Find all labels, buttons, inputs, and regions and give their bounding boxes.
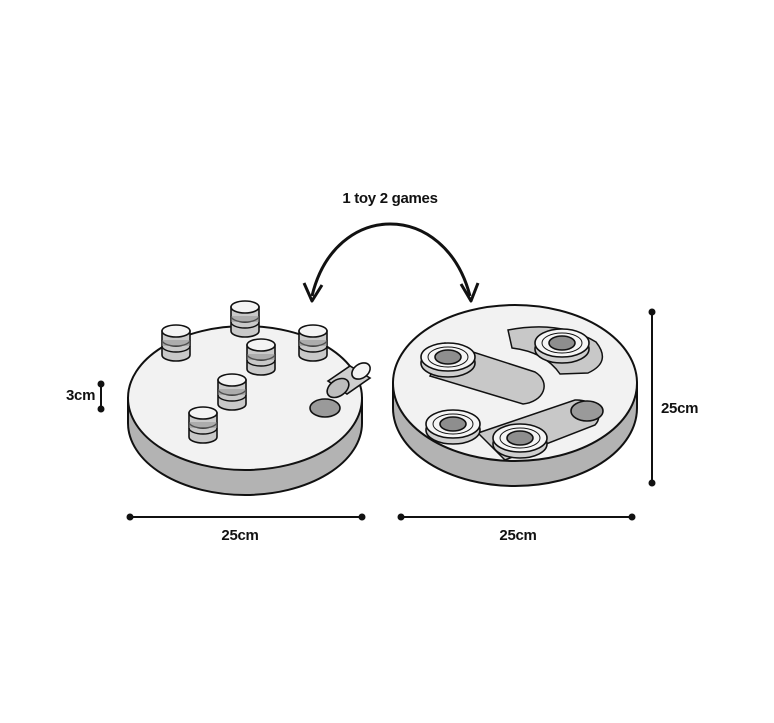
left-width-label: 25cm — [221, 527, 259, 544]
swap-arrow-icon — [302, 222, 480, 303]
right-width-label: 25cm — [499, 527, 537, 544]
height-dimension — [97, 380, 105, 413]
left-board — [127, 300, 372, 496]
right-board — [392, 304, 638, 487]
height-label: 3cm — [66, 387, 96, 404]
depth-label: 25cm — [661, 400, 699, 417]
caption-label: 1 toy 2 games — [342, 190, 438, 207]
left-width-dimension — [126, 513, 366, 521]
right-width-dimension — [397, 513, 636, 521]
lifted-peg — [326, 362, 372, 399]
depth-dimension — [648, 308, 656, 487]
